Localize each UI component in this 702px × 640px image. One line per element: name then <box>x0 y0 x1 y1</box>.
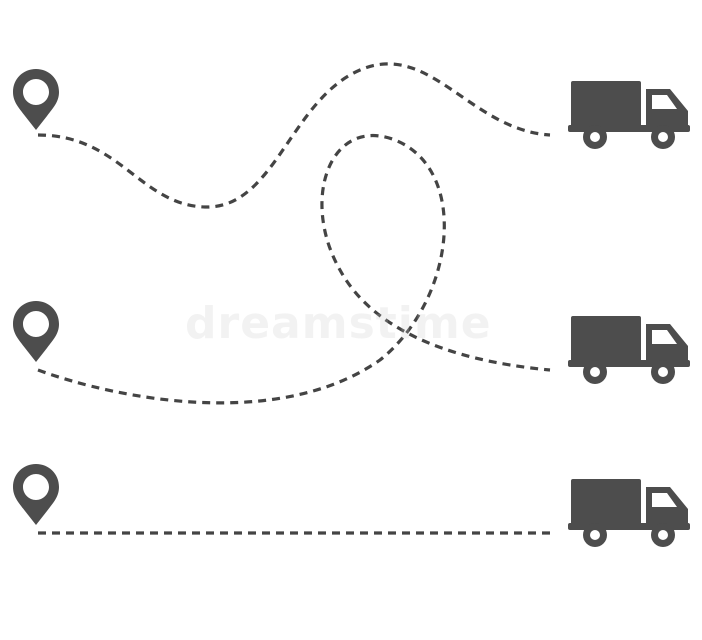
map-pin-icon <box>13 301 59 362</box>
map-pin-icon <box>13 464 59 525</box>
loop-route <box>37 133 551 405</box>
delivery-truck-icon <box>568 316 690 384</box>
map-pin-icon <box>13 69 59 130</box>
delivery-truck-icon <box>568 81 690 149</box>
winding-route <box>37 62 551 209</box>
delivery-truck-icon <box>568 479 690 547</box>
